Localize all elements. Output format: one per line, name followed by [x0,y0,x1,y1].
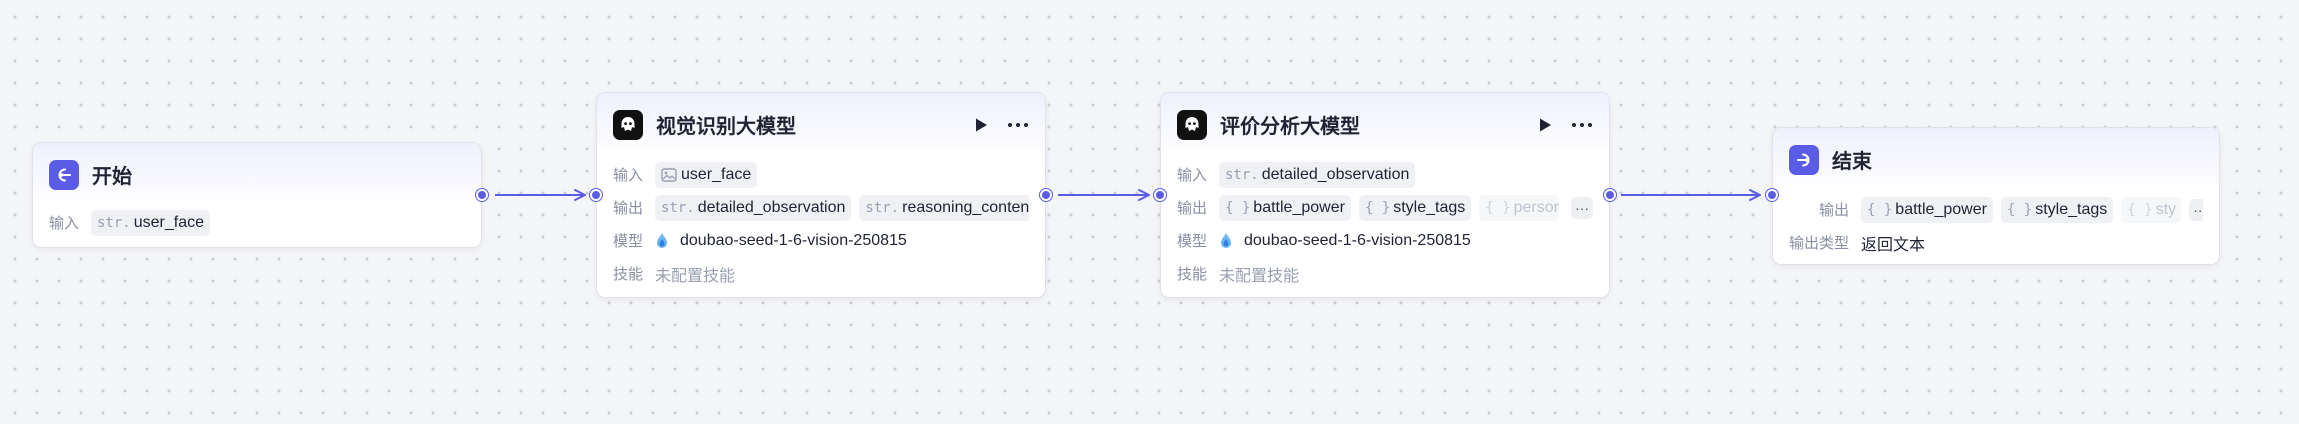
show-more-outputs-button[interactable]: ··· [2189,198,2203,221]
node-eval-skill-row: 技能 未配置技能 [1177,257,1593,290]
node-eval-title: 评价分析大模型 [1220,116,1360,138]
play-icon [1540,118,1551,131]
node-end-input-handle[interactable] [1766,189,1778,201]
output-label: 输出 [1177,200,1208,217]
node-more-button[interactable] [1007,117,1029,133]
node-vision-title: 视觉识别大模型 [656,116,796,138]
node-eval-output-row: 输出 { } battle_power { } style_tags { } p… [1177,191,1593,224]
input-variable-tag[interactable]: str. detailed_observation [1219,161,1416,188]
input-label: 输入 [49,215,80,232]
node-eval-header: 评价分析大模型 [1161,93,1609,156]
node-end-header: 结束 [1773,128,2219,191]
node-end-title: 结束 [1832,151,1872,173]
play-icon [976,118,987,131]
show-more-outputs-button[interactable]: ··· [1571,196,1593,219]
more-dots-icon [1572,122,1592,127]
image-icon [661,167,677,182]
node-start-output-handle[interactable] [476,189,488,201]
node-end[interactable]: 结束 输出 { } battle_power { } style_tags { … [1772,127,2220,265]
node-vision-output-handle[interactable] [1040,189,1052,201]
llm-robot-icon [1177,109,1207,140]
output-variable-tag[interactable]: { } battle_power [1861,196,1993,223]
node-vision-model-row: 模型 doubao-seed-1-6-vision-250815 [613,224,1029,257]
doubao-model-icon [1219,232,1235,250]
doubao-model-icon [655,232,671,250]
skill-value: 未配置技能 [655,267,736,285]
node-eval-input-row: 输入 str. detailed_observation [1177,158,1593,191]
end-exit-icon [1789,144,1819,175]
model-label: 模型 [1177,233,1208,250]
input-variable-tag[interactable]: user_face [655,161,758,188]
node-start-input-row: 输入 str. user_face [49,206,465,239]
node-eval-llm[interactable]: 评价分析大模型 输入 str. detailed_observation [1160,92,1610,298]
skill-label: 技能 [1177,266,1208,283]
output-label: 输出 [1818,202,1849,219]
output-variable-tag[interactable]: { } style_tags [1358,194,1472,221]
skill-label: 技能 [613,266,644,283]
node-start-title: 开始 [92,166,132,188]
model-name[interactable]: doubao-seed-1-6-vision-250815 [1244,231,1471,249]
node-start[interactable]: 开始 输入 str. user_face [32,142,482,248]
more-dots-icon [1008,122,1028,127]
output-type-value: 返回文本 [1861,236,1926,254]
output-type-label: 输出类型 [1789,235,1850,252]
node-vision-llm[interactable]: 视觉识别大模型 输入 [596,92,1046,298]
output-variable-tag[interactable]: str. reasoning_content [859,194,1029,221]
node-eval-model-row: 模型 doubao-seed-1-6-vision-250815 [1177,224,1593,257]
input-variable-tag[interactable]: str. user_face [91,209,210,236]
output-variable-tag[interactable]: { } battle_power [1219,194,1351,221]
node-eval-output-handle[interactable] [1604,189,1616,201]
node-vision-header: 视觉识别大模型 [597,93,1045,156]
output-variable-tag-truncated[interactable]: { } person [1479,194,1560,221]
node-vision-input-handle[interactable] [590,189,602,201]
start-entry-icon [49,159,79,190]
run-node-button[interactable] [1537,117,1553,133]
node-end-output-row: 输出 { } battle_power { } style_tags { } s… [1789,193,2203,226]
model-name[interactable]: doubao-seed-1-6-vision-250815 [680,231,907,249]
node-more-button[interactable] [1571,117,1593,133]
skill-value: 未配置技能 [1219,267,1300,285]
node-vision-input-row: 输入 user_face [613,158,1029,191]
node-vision-output-row: 输出 str. detailed_observation str. reason… [613,191,1029,224]
input-label: 输入 [1177,167,1208,184]
node-start-header: 开始 [33,143,481,206]
model-label: 模型 [613,233,644,250]
output-label: 输出 [613,200,644,217]
run-node-button[interactable] [973,117,989,133]
output-variable-tag[interactable]: { } style_tags [2000,196,2114,223]
output-variable-tag[interactable]: str. detailed_observation [655,194,852,221]
node-vision-skill-row: 技能 未配置技能 [613,257,1029,290]
node-end-output-type-row: 输出类型 返回文本 [1789,226,2203,259]
node-eval-input-handle[interactable] [1154,189,1166,201]
input-label: 输入 [613,167,644,184]
llm-robot-icon [613,109,643,140]
output-variable-tag-truncated[interactable]: { } sty [2121,196,2182,223]
